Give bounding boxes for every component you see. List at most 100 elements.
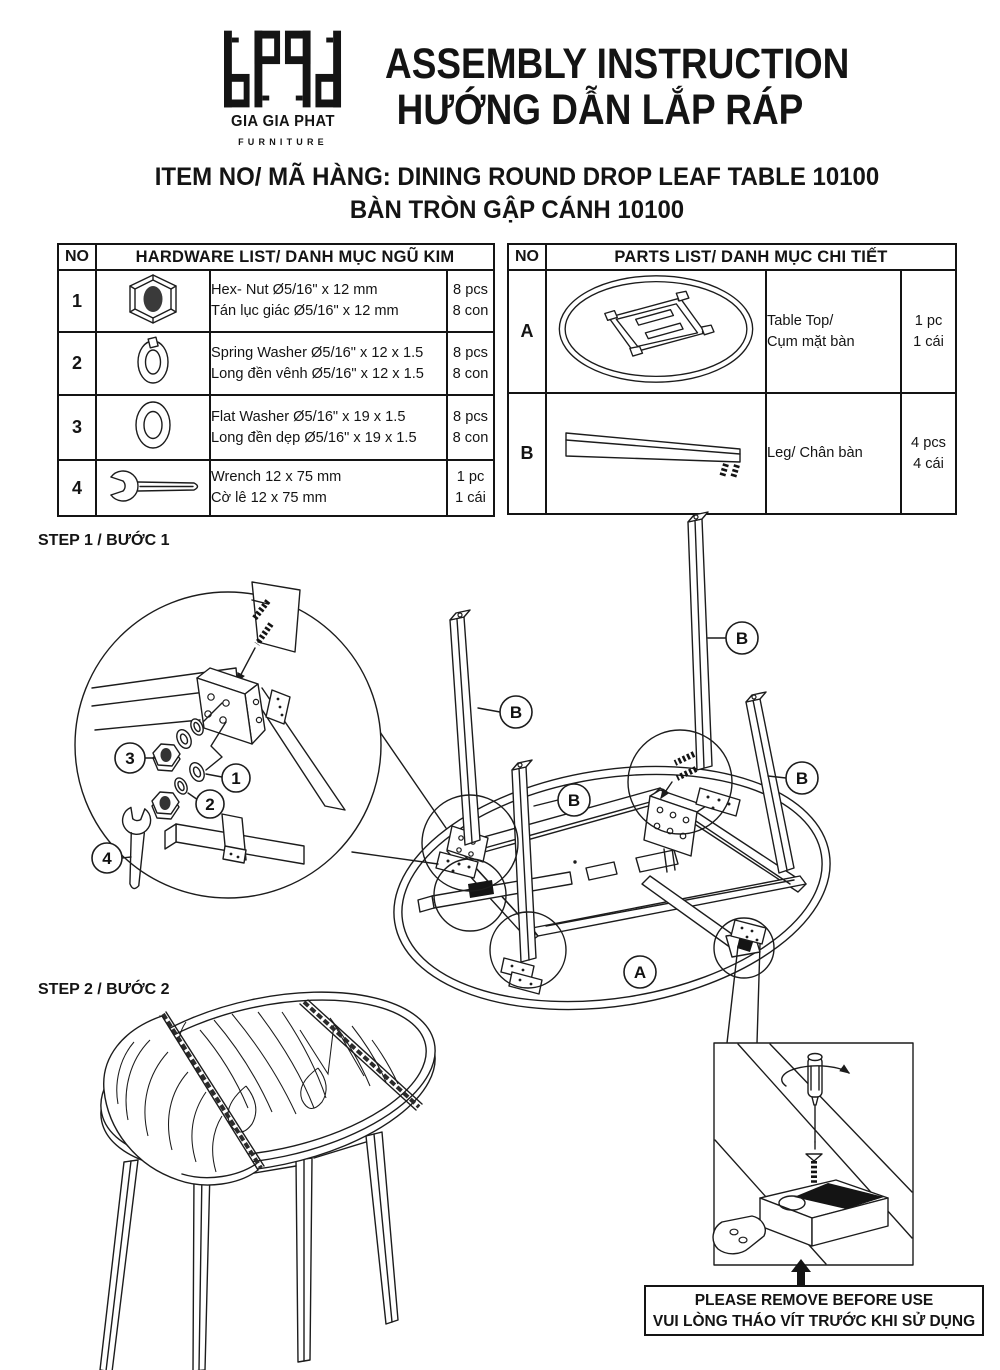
svg-text:1: 1 (231, 769, 240, 788)
brand-logo-icon (224, 30, 342, 108)
drop-leaf-folded (103, 1015, 259, 1186)
table-leg (511, 759, 537, 963)
hanger-bolt (673, 751, 696, 766)
hanger-bolt (254, 622, 274, 646)
rotate-arrow (781, 1064, 851, 1087)
screwdriver-icon (807, 1052, 823, 1150)
doc-title-en: ASSEMBLY INSTRUCTION (385, 40, 850, 88)
callout-2: 2 (187, 789, 225, 819)
screw-block (759, 1179, 889, 1247)
spring-washer-icon (95, 331, 211, 396)
svg-text:4: 4 (102, 849, 112, 868)
bolt-detail-circle (627, 729, 733, 835)
table-leg (449, 609, 481, 846)
slider-detail-circle-right (713, 917, 775, 979)
wood-grain (178, 1011, 399, 1133)
part-desc: Table Top/Cụm mặt bàn (765, 269, 902, 394)
svg-text:B: B (510, 703, 522, 722)
callout-b-1: B (477, 695, 533, 729)
corner-bracket (643, 789, 707, 857)
parts-rowB-no: B (507, 392, 547, 515)
callout-4: 4 (91, 842, 132, 874)
svg-text:A: A (634, 963, 646, 982)
parts-col-title: PARTS LIST/ DANH MỤC CHI TIẾT (545, 243, 957, 271)
wrench-icon (95, 459, 211, 517)
svg-text:2: 2 (205, 795, 214, 814)
step1-label: STEP 1 / BƯỚC 1 (38, 532, 170, 549)
parts-list-table: NO PARTS LIST/ DANH MỤC CHI TIẾT A Table… (507, 243, 957, 515)
slider-detail-circle-left (433, 858, 507, 932)
hardware-header-row: NO HARDWARE LIST/ DANH MỤC NGŨ KIM (57, 243, 495, 271)
hinge-seam-right (302, 1000, 421, 1109)
hardware-col-title: HARDWARE LIST/ DANH MỤC NGŨ KIM (95, 243, 495, 271)
step1-magnifier: 3 1 2 4 (74, 581, 447, 899)
callout-b-3: B (533, 783, 591, 817)
hex-nut (152, 743, 181, 772)
up-arrow-icon (791, 1259, 811, 1286)
step1-assembly-diagram: B B B B A (393, 511, 831, 1044)
part-desc: Leg/ Chân bàn (765, 392, 902, 515)
table-leg (365, 1131, 399, 1325)
corner-detail-circle (421, 794, 519, 892)
svg-text:B: B (796, 769, 808, 788)
hardware-row4-no: 4 (57, 459, 97, 517)
callout-b-2: B (707, 621, 759, 655)
svg-text:3: 3 (125, 749, 134, 768)
callout-b-4: B (767, 761, 819, 795)
hex-nut (151, 791, 180, 820)
remove-before-use-note: PLEASE REMOVE BEFORE USE VUI LÒNG THÁO V… (644, 1285, 984, 1336)
center-guide-blocks (585, 847, 679, 881)
hardware-list-table: NO HARDWARE LIST/ DANH MỤC NGŨ KIM 1 Hex… (57, 243, 495, 517)
hex-nut-icon (95, 269, 211, 333)
table-leg-floating (660, 511, 713, 800)
note-line-vi: VUI LÒNG THÁO VÍT TRƯỚC KHI SỬ DỤNG (652, 1313, 976, 1330)
note-line-en: PLEASE REMOVE BEFORE USE (694, 1292, 934, 1309)
hardware-row2-no: 2 (57, 331, 97, 396)
item-no-line1: ITEM NO/ MÃ HÀNG: DINING ROUND DROP LEAF… (154, 163, 880, 191)
hinge-seam-left (161, 1012, 263, 1170)
hinge-plate (500, 957, 543, 995)
hinge-plate (730, 919, 767, 945)
brand-name: GIA GIA PHAT (231, 113, 335, 130)
table-top-icon (545, 269, 767, 394)
magnifier-tail (351, 715, 447, 865)
brand-tagline: FURNITURE (238, 137, 328, 147)
hanger-bolt (675, 766, 698, 781)
hardware-col-no: NO (57, 243, 97, 271)
step2-assembled-table (99, 991, 436, 1370)
parts-col-no: NO (507, 243, 547, 271)
table-leg (745, 691, 795, 874)
detail-leader-lines (726, 943, 761, 1044)
step2-label: STEP 2 / BƯỚC 2 (38, 981, 170, 998)
wrench (121, 806, 152, 890)
flat-washer (189, 762, 205, 782)
flat-washer (176, 729, 192, 749)
hanger-bolt (251, 599, 271, 621)
svg-text:B: B (568, 791, 580, 810)
flat-washer-icon (95, 394, 211, 461)
spring-washer (190, 718, 204, 736)
hardware-row3-no: 3 (57, 394, 97, 461)
hardware-row1-no: 1 (57, 269, 97, 333)
table-leg (295, 1157, 313, 1363)
svg-text:B: B (736, 629, 748, 648)
parts-rowA-no: A (507, 269, 547, 394)
corner-bracket-zoom (196, 667, 266, 745)
callout-1: 1 (205, 763, 251, 793)
callout-3: 3 (114, 742, 156, 774)
callout-a: A (623, 955, 657, 989)
